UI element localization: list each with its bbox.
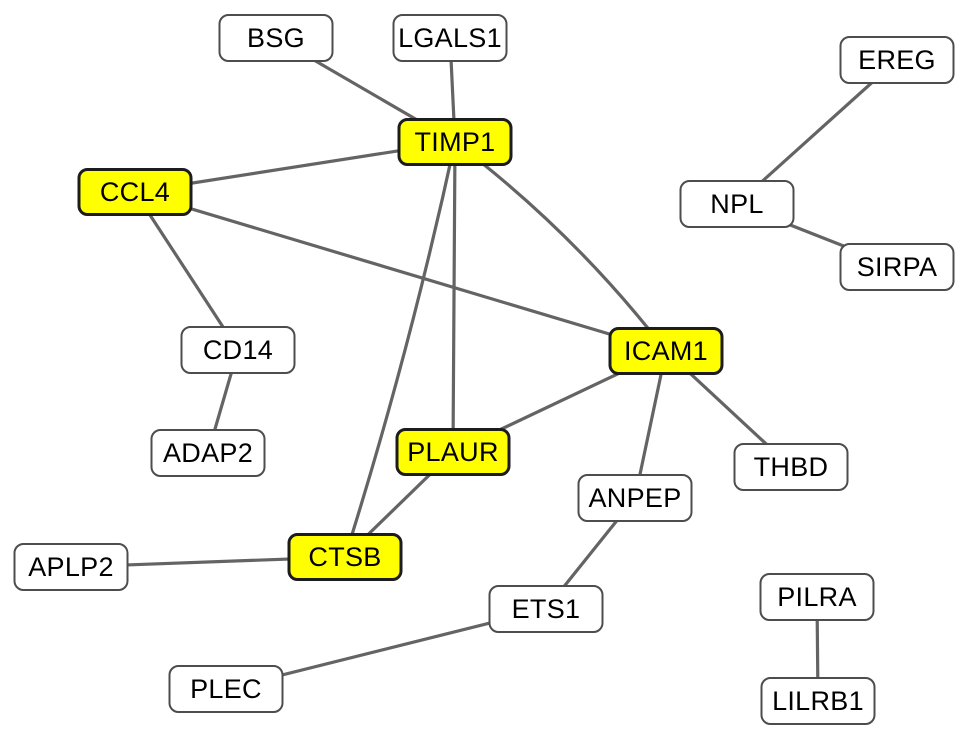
node-TIMP1: TIMP1 (397, 118, 513, 166)
edge-TIMP1-PLAUR (451, 140, 457, 454)
edge-TIMP1-CTSB (343, 140, 457, 559)
node-ADAP2: ADAP2 (150, 429, 266, 477)
node-PLEC: PLEC (168, 665, 284, 713)
node-EREG: EREG (839, 36, 955, 84)
node-ANPEP: ANPEP (577, 474, 693, 522)
edge-CCL4-ICAM1 (133, 190, 668, 353)
node-NPL: NPL (679, 180, 795, 228)
node-PLAUR: PLAUR (395, 428, 511, 476)
node-ICAM1: ICAM1 (608, 327, 724, 375)
node-CD14: CD14 (180, 326, 296, 374)
node-BSG: BSG (218, 14, 334, 62)
node-ETS1: ETS1 (488, 585, 604, 633)
node-CTSB: CTSB (287, 533, 403, 581)
node-APLP2: APLP2 (13, 543, 129, 591)
edge-CCL4-CD14 (133, 190, 240, 352)
node-LILRB1: LILRB1 (760, 677, 876, 725)
edge-ICAM1-ANPEP (633, 349, 668, 500)
node-LGALS1: LGALS1 (392, 14, 508, 62)
node-THBD: THBD (733, 443, 849, 491)
node-PILRA: PILRA (759, 573, 875, 621)
node-SIRPA: SIRPA (839, 243, 955, 291)
node-CCL4: CCL4 (77, 168, 193, 216)
